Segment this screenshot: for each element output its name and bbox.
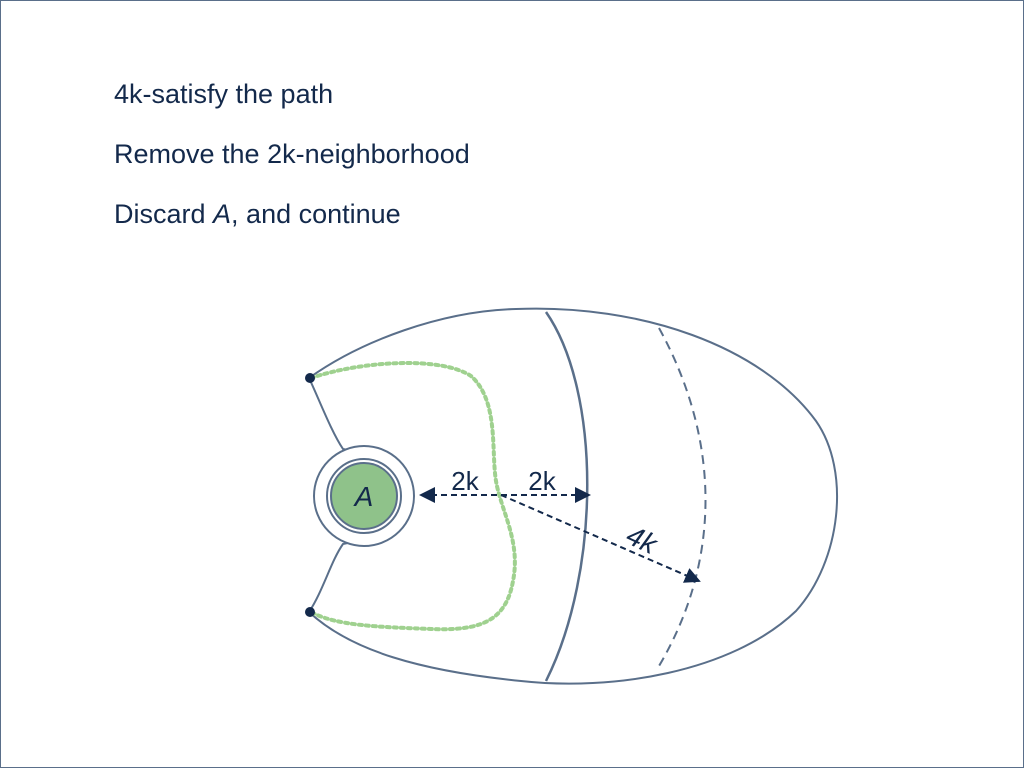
bullet-discard-prefix: Discard [114, 199, 214, 229]
label-2k-left: 2k [451, 466, 479, 496]
distance-arrow-4k [500, 494, 701, 583]
bullet-remove-neighborhood: Remove the 2k-neighborhood [114, 139, 470, 170]
boundary-2k-curve [544, 311, 589, 682]
bullet-4k-satisfy: 4k-satisfy the path [114, 79, 470, 110]
bullet-4k-satisfy-text: 4k-satisfy the path [114, 79, 334, 109]
path-endpoint-top [305, 373, 315, 383]
bullet-discard-suffix: , and continue [231, 199, 401, 229]
bullet-list: 4k-satisfy the path Remove the 2k-neighb… [114, 79, 470, 259]
boundary-4k-dashed-curve [658, 327, 707, 667]
node-a-label: A [353, 481, 374, 512]
label-2k-right: 2k [528, 466, 556, 496]
bullet-discard: Discard A, and continue [114, 199, 470, 230]
bullet-discard-italic: A [213, 199, 232, 229]
bullet-remove-neighborhood-text: Remove the 2k-neighborhood [114, 139, 470, 169]
path-endpoint-bottom [305, 607, 315, 617]
node-a [330, 462, 398, 530]
dotted-path [309, 361, 517, 632]
